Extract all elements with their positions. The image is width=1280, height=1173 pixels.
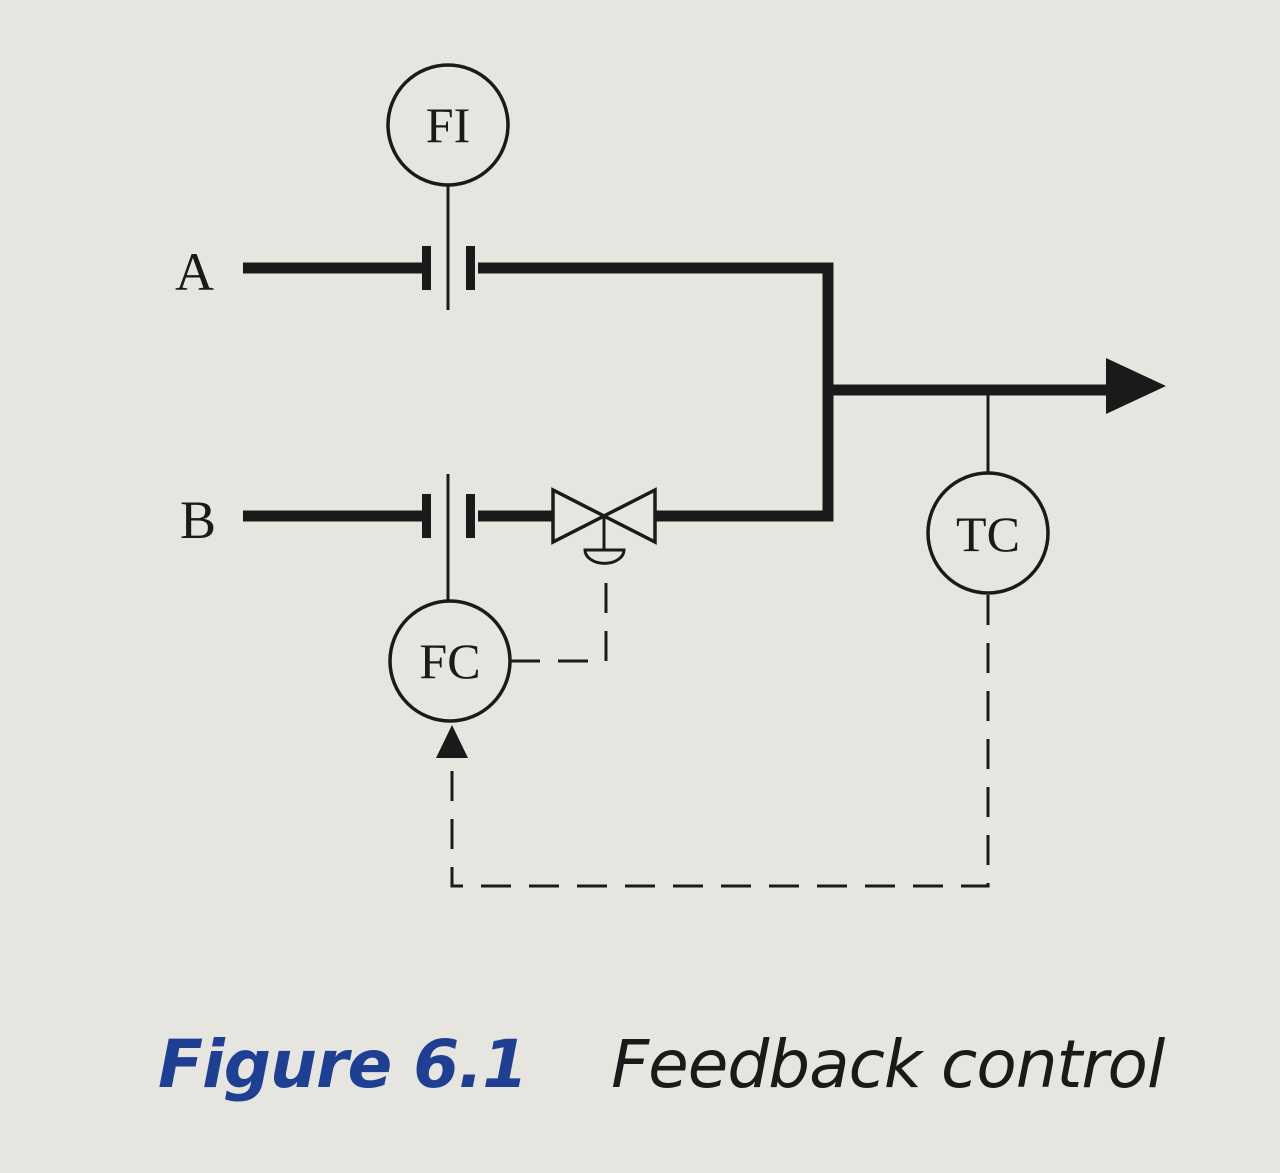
stream-a-pipe-to-mixer [478, 262, 834, 395]
flow-controller-label: FC [419, 633, 480, 689]
temperature-controller-label: TC [956, 506, 1020, 562]
flow-indicator-label: FI [426, 97, 470, 153]
figure-caption: Figure 6.1 Feedback control [158, 1020, 1165, 1110]
figure-title: Feedback control [611, 1026, 1165, 1103]
fc-to-valve-signal [510, 570, 608, 663]
temperature-controller-bubble [926, 471, 1050, 595]
fc-setpoint-arrow-icon [436, 725, 468, 758]
stream-b-label: B [180, 490, 216, 550]
control-valve-icon [551, 487, 657, 565]
orifice-plate-a [422, 246, 475, 290]
orifice-plate-b [422, 494, 475, 538]
flow-indicator-bubble [386, 63, 510, 187]
stream-b-pipe-to-mixer [655, 395, 834, 522]
figure-number: Figure 6.1 [158, 1026, 528, 1103]
outlet-arrow-icon [1106, 358, 1166, 414]
stream-a-label: A [175, 242, 214, 302]
tc-to-fc-signal [450, 595, 990, 888]
